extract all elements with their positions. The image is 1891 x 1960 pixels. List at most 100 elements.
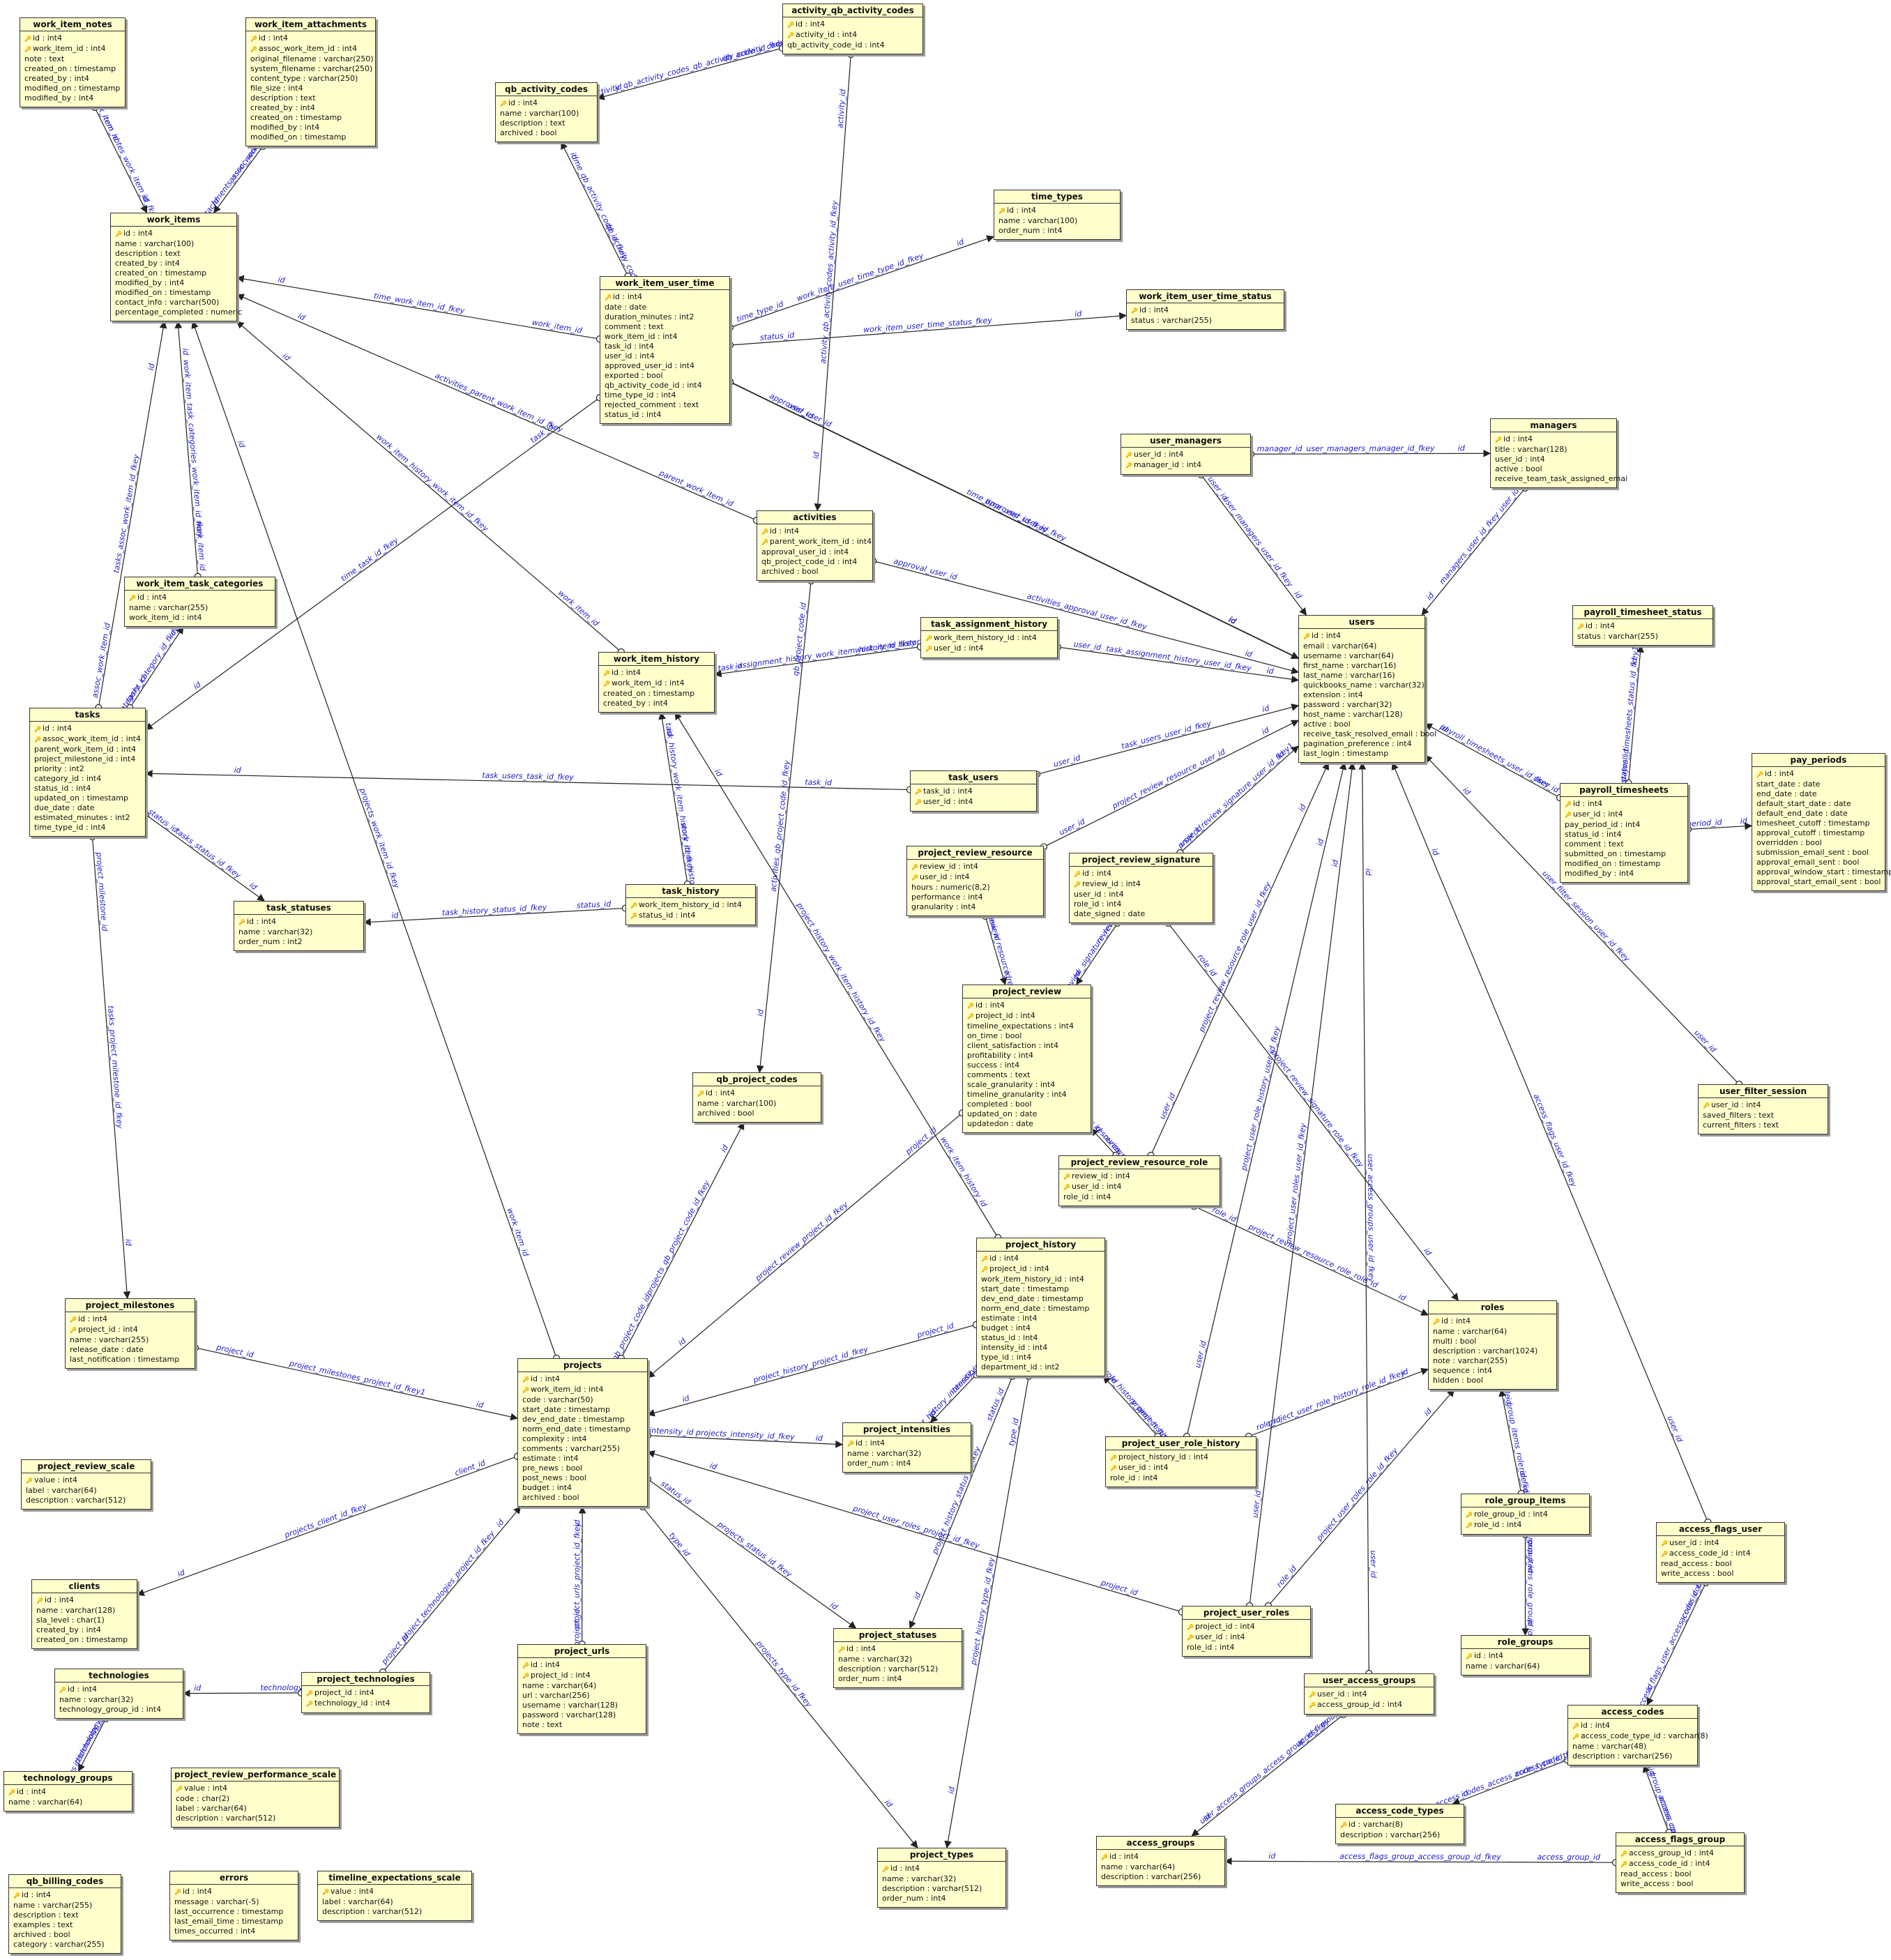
table-tasks[interactable]: tasksid : int4assoc_work_item_id : int4p…: [29, 708, 146, 837]
table-payroll-timesheet-status[interactable]: payroll_timesheet_statusid : int4status …: [1572, 605, 1713, 646]
relationship[interactable]: time_type_idwork_item_user_time_type_id_…: [726, 235, 995, 331]
table-access-flags-group[interactable]: access_flags_groupaccess_group_id : int4…: [1616, 1832, 1745, 1893]
relationship[interactable]: role_idproject_user_role_history_role_id…: [1245, 1367, 1429, 1441]
relationship[interactable]: project_idproject_technologies_project_i…: [379, 1506, 522, 1676]
table-project-review-resource[interactable]: project_review_resourcereview_id : int4u…: [906, 846, 1044, 916]
table-user-filter-session[interactable]: user_filter_sessionuser_id : int4saved_f…: [1698, 1084, 1828, 1134]
relationship[interactable]: status_idwork_item_user_time_status_fkey…: [726, 309, 1127, 349]
table-access-code-types[interactable]: access_code_typesid : varchar(8)descript…: [1335, 1804, 1464, 1844]
relationship[interactable]: role_idproject_review_signature_role_id_…: [1164, 919, 1459, 1301]
relationship[interactable]: access_group_idaccess_flags_group_access…: [1224, 1852, 1620, 1867]
table-access-flags-user[interactable]: access_flags_useruser_id : int4access_co…: [1656, 1522, 1785, 1583]
table-project-technologies[interactable]: project_technologiesproject_id : int4tec…: [301, 1672, 430, 1713]
relationship[interactable]: work_item_idwork_item_history_work_item_…: [236, 321, 625, 656]
table-project-review-resource-role[interactable]: project_review_resource_rolereview_id : …: [1058, 1155, 1220, 1206]
relationship[interactable]: access_group_iduser_access_groups_access…: [1191, 1701, 1350, 1837]
relationship[interactable]: access_code_idaccess_flags_user_access_c…: [1635, 1566, 1712, 1712]
relationship-column-label: user_id: [1692, 1028, 1718, 1054]
table-project-review-signature[interactable]: project_review_signatureid : int4review_…: [1069, 853, 1213, 923]
relationship[interactable]: qb_project_code_idprojects_qb_project_co…: [610, 1122, 745, 1362]
relationship[interactable]: work_item_idwork_item_task_categories_wo…: [174, 320, 207, 581]
relationship[interactable]: qb_activity_code_idtime_qb_activity_code…: [561, 142, 646, 294]
table-project-user-role-history[interactable]: project_user_role_historyproject_history…: [1105, 1436, 1256, 1487]
relationship[interactable]: work_item_history_idtask_history_work_it…: [658, 711, 700, 904]
relationship[interactable]: assoc_work_item_idtasks_assoc_work_item_…: [91, 320, 167, 712]
relationship[interactable]: role_idproject_review_resource_role_role…: [1190, 1202, 1429, 1316]
table-task-history[interactable]: task_historywork_item_history_id : int4s…: [625, 884, 756, 925]
relationship[interactable]: user_idproject_review_resource_role_user…: [1147, 762, 1329, 1160]
table-project-review-performance-scale[interactable]: project_review_performance_scalevalue : …: [171, 1768, 340, 1828]
table-timeline-expectations-scale[interactable]: timeline_expectations_scalevalue : int4l…: [317, 1871, 472, 1921]
table-role-group-items[interactable]: role_group_itemsrole_group_id : int4role…: [1461, 1494, 1590, 1535]
relationship[interactable]: project_milestone_idtasks_project_milest…: [89, 833, 133, 1300]
relationship[interactable]: work_item_idwork_item_notes_work_item_id…: [91, 93, 161, 222]
relationship[interactable]: user_idproject_review_signature_user_id_…: [1176, 741, 1299, 857]
table-user-access-groups[interactable]: user_access_groupsuser_id : int4access_g…: [1304, 1673, 1434, 1715]
table-task-assignment-history[interactable]: task_assignment_historywork_item_history…: [920, 617, 1058, 658]
relationship[interactable]: qb_activity_code_idactivity_qb_activity_…: [591, 35, 797, 100]
table-access-codes[interactable]: access_codesid : int4access_code_type_id…: [1567, 1705, 1708, 1765]
table-work-item-attachments[interactable]: work_item_attachmentsid : int4assoc_work…: [245, 17, 376, 146]
table-work-item-user-time-status[interactable]: work_item_user_time_statusid : int4statu…: [1126, 289, 1284, 330]
table-activity-qb-activity-codes[interactable]: activity_qb_activity_codesid : int4activ…: [782, 3, 923, 54]
relationship[interactable]: work_item_history_idtask_assignment_hist…: [713, 635, 936, 678]
relationship[interactable]: status_idproject_history_status_id_fkeyi…: [909, 1372, 1017, 1629]
relationship[interactable]: project_idproject_history_project_id_fke…: [646, 1321, 980, 1417]
table-project-user-roles[interactable]: project_user_rolesproject_id : int4user_…: [1182, 1606, 1311, 1657]
relationship[interactable]: project_idproject_milestones_project_id_…: [191, 1342, 519, 1421]
relationship[interactable]: status_idpayroll_timesheets_status_id_fk…: [1618, 644, 1644, 787]
